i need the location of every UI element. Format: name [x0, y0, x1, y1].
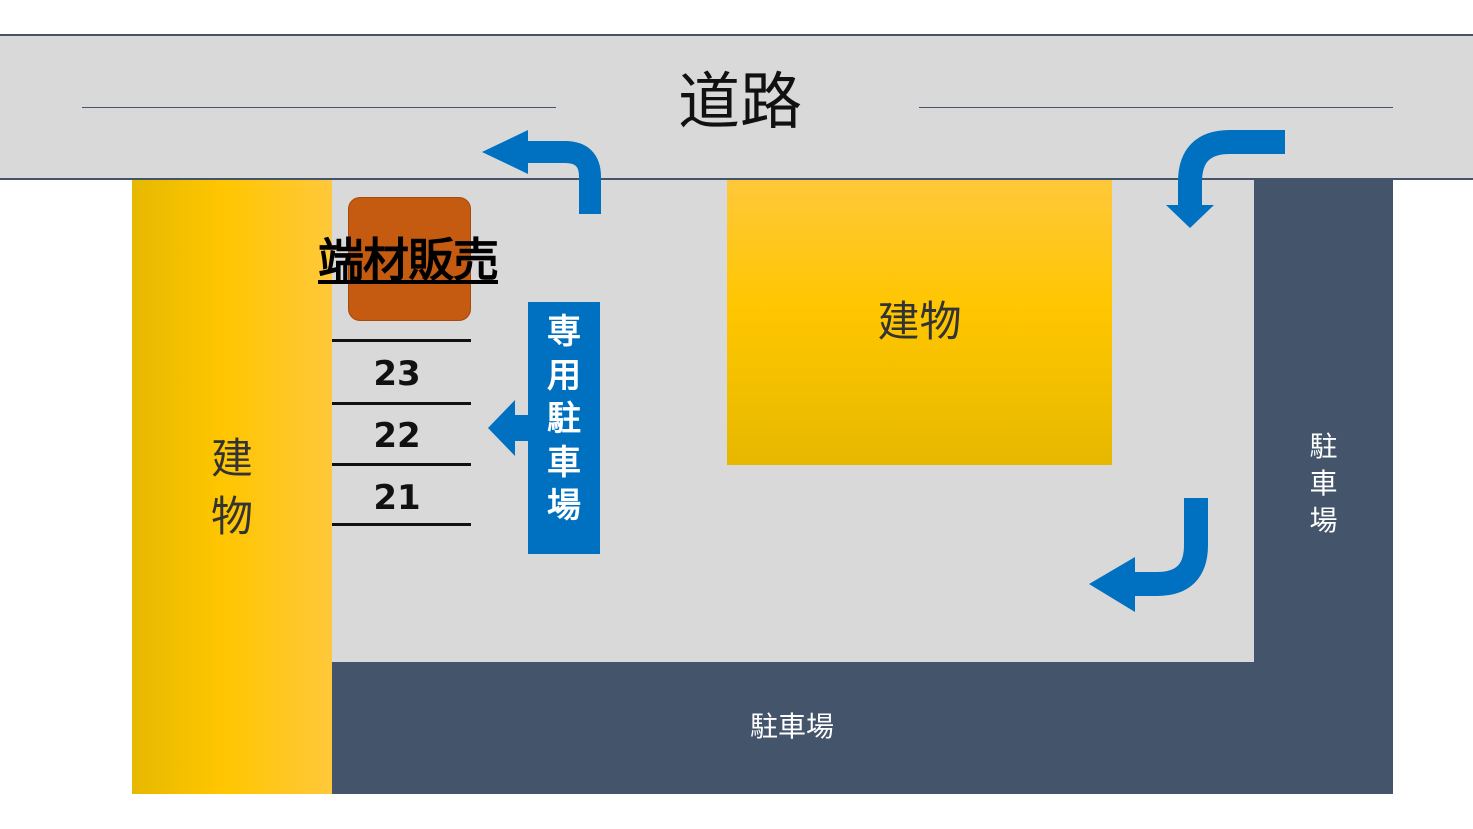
- parking-space-line: [332, 339, 471, 342]
- reserved-parking-label-text: 専用駐車場: [547, 312, 581, 526]
- building-left-label-text: 建物: [211, 434, 254, 541]
- exit-arrow-icon: [482, 130, 601, 214]
- building-left: [132, 180, 332, 794]
- parking-space-number: 23: [373, 354, 421, 394]
- parking-bottom: [332, 662, 1393, 794]
- turn-arrow-icon: [1089, 498, 1208, 612]
- parking-space-line: [332, 402, 471, 405]
- parking-right-label: 駐車場: [1254, 428, 1393, 539]
- road-lane-line-right: [919, 107, 1393, 108]
- entry-arrow-icon: [1166, 130, 1285, 228]
- parking-space-line: [332, 463, 471, 466]
- parking-right-label-text: 駐車場: [1309, 430, 1338, 537]
- building-center: [727, 180, 1112, 465]
- left-arrow-icon: [488, 400, 528, 456]
- parking-bottom-label: 駐車場: [749, 710, 834, 743]
- offcut-sales-booth: [348, 197, 471, 321]
- parking-space-number: 22: [373, 416, 421, 456]
- road-label: 道路: [677, 65, 802, 138]
- building-left-label: 建物: [132, 430, 332, 546]
- parking-space-number: 21: [373, 478, 421, 518]
- reserved-parking-sign: [528, 302, 600, 554]
- parking-right: [1254, 180, 1393, 794]
- offcut-sales-label: 端材販売: [318, 233, 499, 287]
- road-lane-line-left: [82, 107, 556, 108]
- building-center-label: 建物: [877, 297, 962, 346]
- reserved-parking-label: 専用駐車場: [528, 311, 600, 529]
- parking-space-line: [332, 523, 471, 526]
